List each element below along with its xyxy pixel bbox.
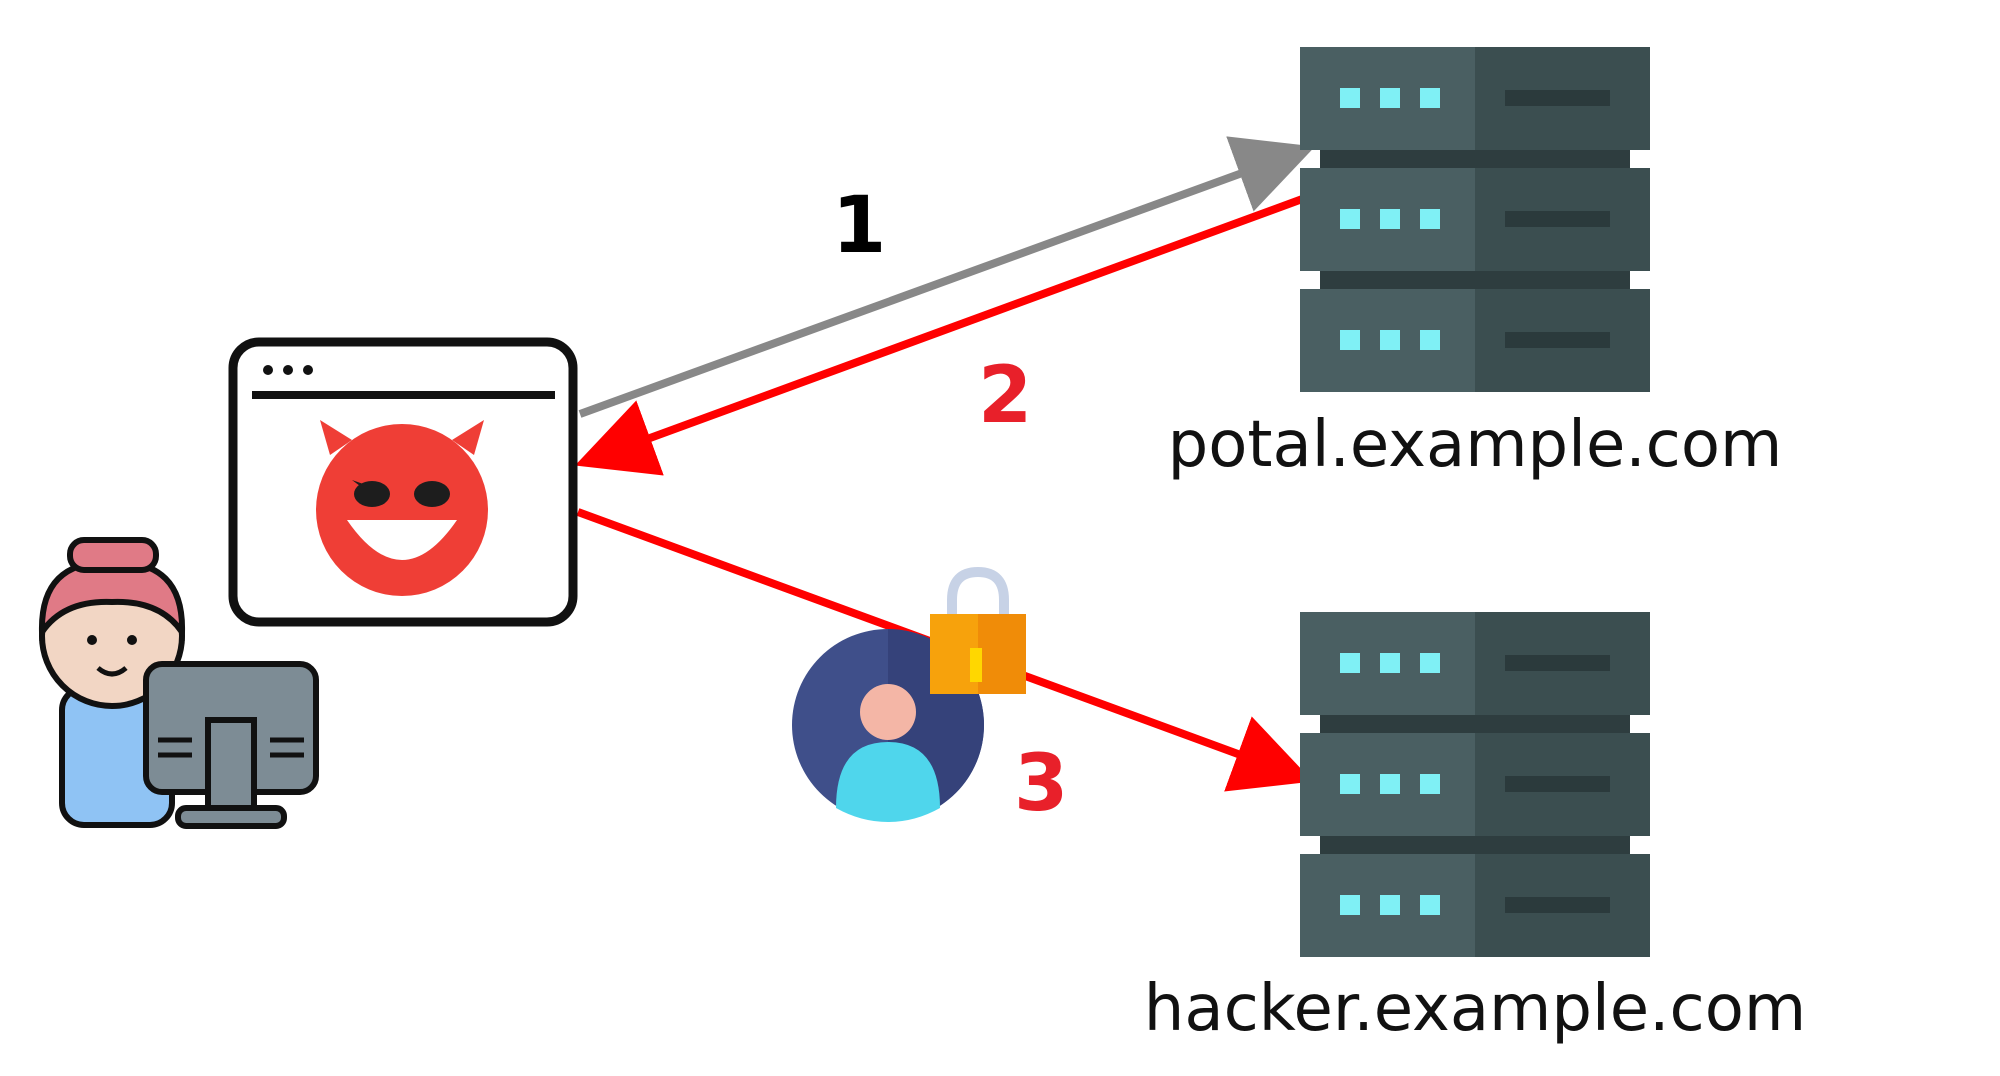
portal-hostname: potal.example.com	[1168, 408, 1783, 482]
step-3-label: 3	[1014, 739, 1068, 829]
server-rack-icon	[1300, 612, 1650, 957]
arrow-2-malicious-response	[574, 194, 1307, 476]
step-2-label: 2	[978, 351, 1032, 441]
server-rack-icon	[1300, 47, 1650, 392]
malicious-browser-window-icon	[228, 337, 578, 627]
step-1-label: 1	[832, 181, 886, 271]
server-portal: potal.example.com	[1168, 47, 1783, 482]
user-at-computer-icon	[38, 537, 319, 829]
padlock-icon	[930, 566, 1026, 694]
server-hacker: hacker.example.com	[1144, 612, 1806, 1046]
hacker-hostname: hacker.example.com	[1144, 972, 1806, 1046]
devil-face-icon	[316, 420, 488, 596]
arrow-1-request	[578, 136, 1316, 418]
